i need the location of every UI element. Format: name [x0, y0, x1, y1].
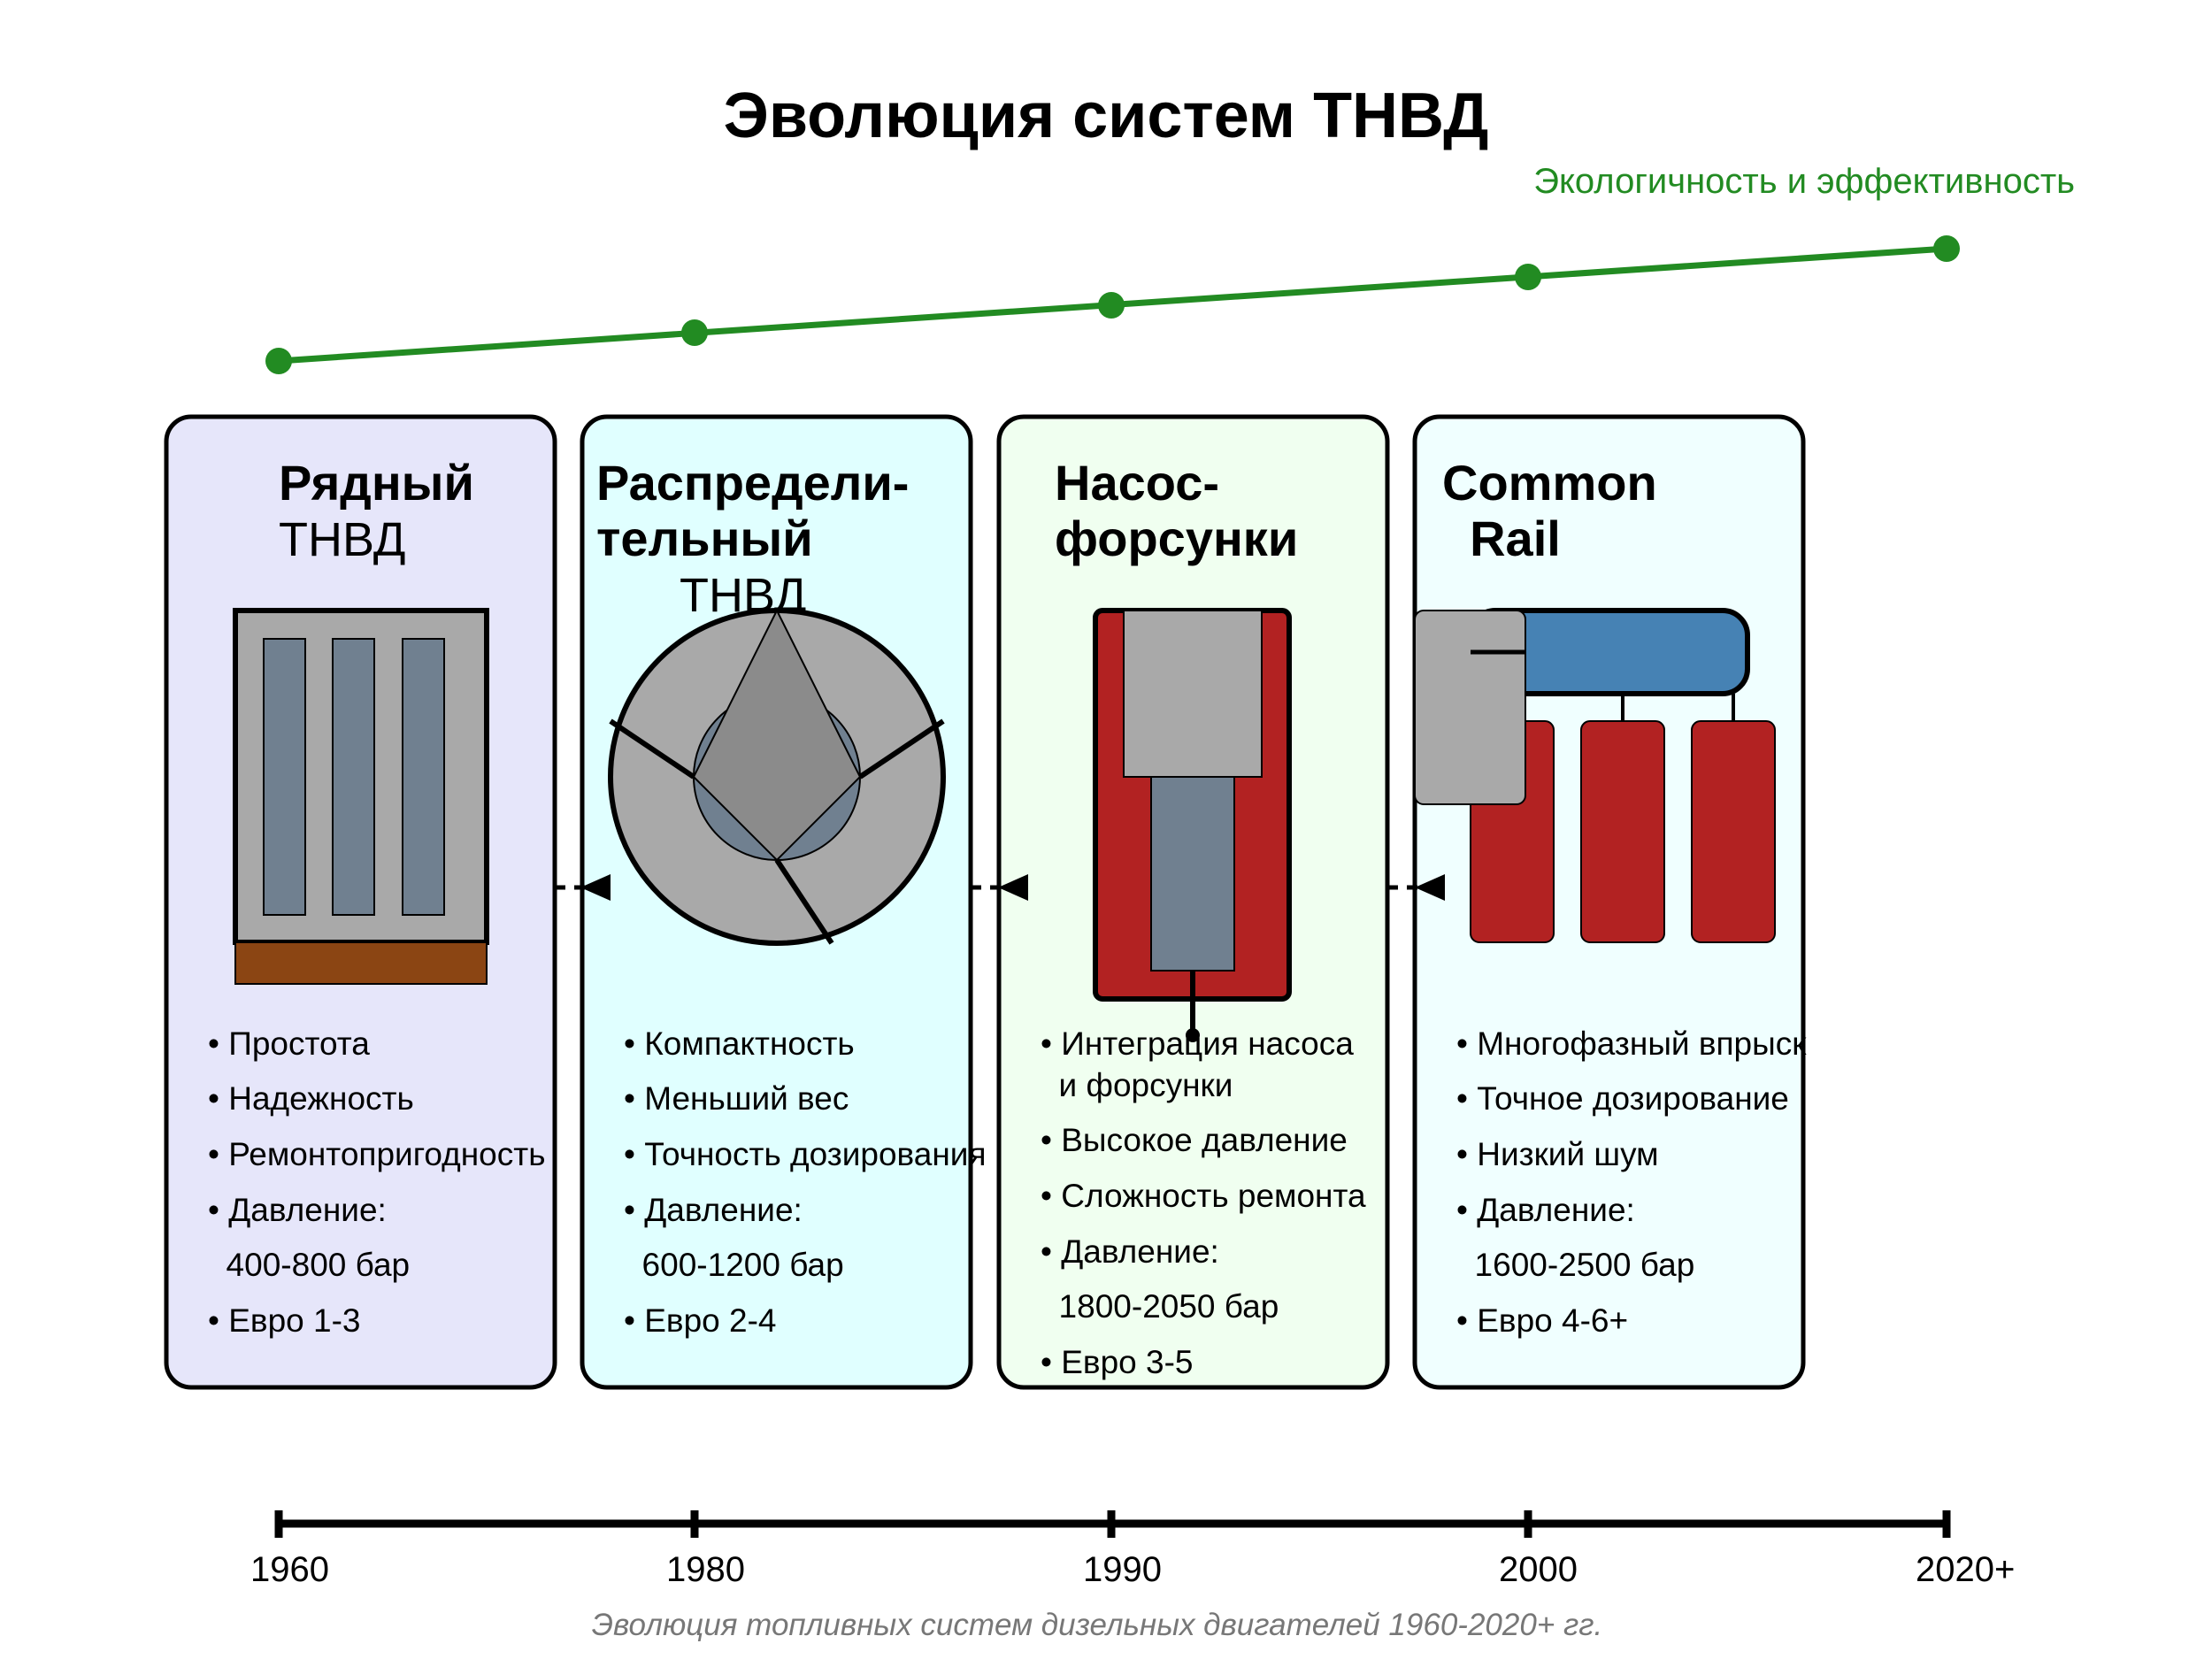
bullet-item: • Давление:	[1041, 1233, 1219, 1270]
bullet-item: • Компактность	[624, 1025, 855, 1062]
bullet-item: • Интеграция насоса	[1041, 1025, 1354, 1062]
card-distributor-pump: Распредели- тельный ТНВД • Компактность …	[580, 414, 987, 1390]
bullet-item: • Евро 4-6+	[1456, 1302, 1628, 1339]
bullet-item: • Низкий шум	[1456, 1136, 1659, 1172]
bullet-item: • Меньший вес	[624, 1080, 849, 1117]
bullet-item: • Ремонтопригодность	[208, 1136, 545, 1172]
timeline-year: 2000	[1499, 1550, 1578, 1589]
arrow-left-icon	[998, 874, 1028, 901]
distributor-pump-icon	[608, 608, 946, 946]
bullet-item: • Давление:	[1456, 1192, 1635, 1228]
card-common-rail: Common Rail • Многофазный впрыск • Точно…	[1412, 414, 1807, 1390]
inline-pump-icon	[233, 608, 489, 985]
timeline-year: 1960	[250, 1550, 329, 1589]
bullet-item: • Евро 3-5	[1041, 1344, 1193, 1380]
figure-caption: Эволюция топливных систем дизельных двиг…	[592, 1608, 1602, 1642]
trend-label: Экологичность и эффективность	[1533, 162, 2075, 201]
bullet-item: • Евро 1-3	[208, 1302, 360, 1339]
trend-point	[1515, 264, 1541, 290]
connector-arrows	[555, 874, 1445, 901]
card-bullets: • Интеграция насоса и форсунки • Высокое…	[1041, 1025, 1366, 1380]
bullet-item: • Простота	[208, 1025, 370, 1062]
page-title: Эволюция систем ТНВД	[724, 81, 1489, 151]
trend-point	[265, 348, 292, 374]
card-bullets: • Компактность • Меньший вес • Точность …	[624, 1025, 987, 1339]
timeline-year: 2020+	[1916, 1550, 2015, 1589]
bullet-item: 400-800 бар	[208, 1247, 410, 1283]
bullet-item: • Надежность	[208, 1080, 414, 1117]
bullet-item: 600-1200 бар	[624, 1247, 844, 1283]
arrow-left-icon	[580, 874, 611, 901]
trend-point	[1933, 235, 1960, 262]
card-subtitle: ТНВД	[279, 513, 405, 566]
bullet-item: • Точность дозирования	[624, 1136, 987, 1172]
timeline-year: 1980	[666, 1550, 745, 1589]
arrow-left-icon	[1415, 874, 1445, 901]
card-title: Рядный	[279, 455, 474, 511]
card-bullets: • Многофазный впрыск • Точное дозировани…	[1456, 1025, 1807, 1339]
bullet-item: • Высокое давление	[1041, 1122, 1348, 1158]
timeline: 1960 1980 1990 2000 2020+	[250, 1510, 2015, 1589]
card-bullets: • Простота • Надежность • Ремонтопригодн…	[208, 1025, 545, 1339]
trend-point	[681, 319, 708, 346]
card-title: Насос-	[1055, 455, 1219, 511]
card-title: Common	[1442, 455, 1657, 511]
bullet-item: • Давление:	[624, 1192, 803, 1228]
trend-indicator: Экологичность и эффективность	[265, 162, 2075, 374]
card-unit-injector: Насос- форсунки • Интеграция насоса и фо…	[996, 414, 1390, 1390]
bullet-item: • Точное дозирование	[1456, 1080, 1789, 1117]
trend-point	[1098, 292, 1125, 319]
card-title: тельный	[596, 511, 813, 566]
bullet-item: • Евро 2-4	[624, 1302, 776, 1339]
bullet-item: 1800-2050 бар	[1041, 1288, 1279, 1325]
card-title: форсунки	[1055, 511, 1298, 566]
unit-injector-icon	[1093, 608, 1292, 1042]
timeline-year: 1990	[1083, 1550, 1162, 1589]
bullet-item: • Сложность ремонта	[1041, 1178, 1366, 1214]
bullet-item: 1600-2500 бар	[1456, 1247, 1694, 1283]
bullet-item: • Многофазный впрыск	[1456, 1025, 1807, 1062]
bullet-item: и форсунки	[1041, 1067, 1233, 1103]
card-title: Rail	[1442, 511, 1561, 566]
bullet-item: • Давление:	[208, 1192, 387, 1228]
card-title: Распредели-	[596, 455, 909, 511]
card-inline-pump: Рядный ТНВД • Простота • Надежность • Ре…	[164, 414, 557, 1390]
common-rail-icon	[1414, 608, 1776, 943]
